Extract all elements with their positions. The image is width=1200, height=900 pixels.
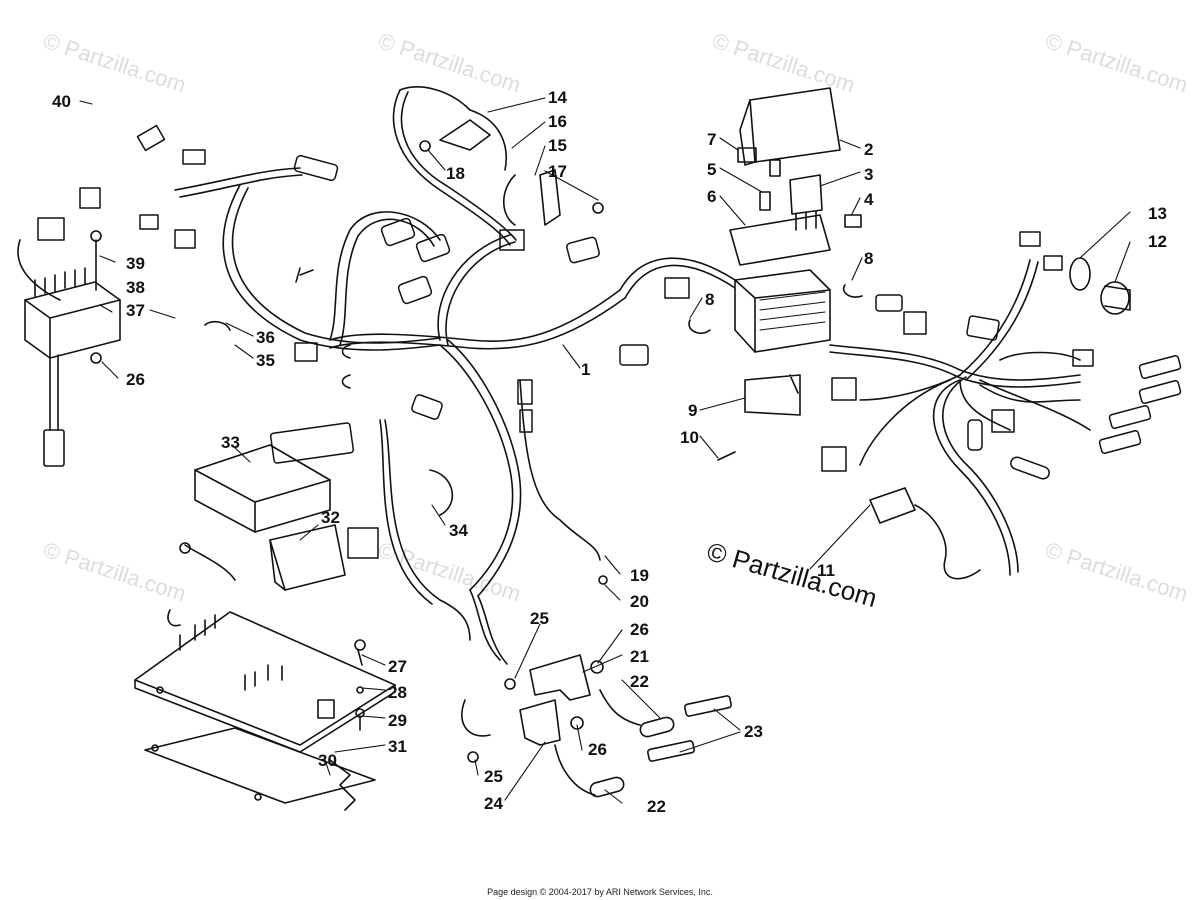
callout-9: 9 xyxy=(688,401,698,420)
callout-19: 19 xyxy=(630,566,649,585)
callout-3: 3 xyxy=(864,165,874,184)
callout-8b: 8 xyxy=(705,290,715,309)
callout-26b: 26 xyxy=(588,740,607,759)
callout-23: 23 xyxy=(744,722,763,741)
callout-33: 33 xyxy=(221,433,240,452)
callout-14: 14 xyxy=(548,88,567,107)
callout-4: 4 xyxy=(864,190,874,209)
callout-25a: 25 xyxy=(530,609,549,628)
callout-1: 1 xyxy=(581,360,591,379)
connectors xyxy=(37,124,1182,559)
main-harness xyxy=(174,86,1091,665)
callout-13: 13 xyxy=(1148,204,1167,223)
callout-11: 11 xyxy=(817,561,835,580)
callout-5: 5 xyxy=(707,160,717,179)
callout-38: 38 xyxy=(126,278,145,297)
fuse-box-parts xyxy=(688,87,863,353)
callout-27: 27 xyxy=(388,657,407,676)
callout-10: 10 xyxy=(680,428,699,447)
callout-7: 7 xyxy=(707,130,717,149)
callout-24: 24 xyxy=(484,794,503,813)
callout-32: 32 xyxy=(321,508,340,527)
ignition-parts xyxy=(461,654,732,798)
callout-17: 17 xyxy=(548,162,567,181)
callout-25b: 25 xyxy=(484,767,503,786)
callout-12: 12 xyxy=(1148,232,1167,251)
callout-21: 21 xyxy=(630,647,649,666)
callout-36: 36 xyxy=(256,328,275,347)
leader-lines xyxy=(79,97,1131,804)
callout-28: 28 xyxy=(388,683,407,702)
callout-8a: 8 xyxy=(864,249,874,268)
misc-parts xyxy=(167,119,1131,731)
callout-31: 31 xyxy=(388,737,407,756)
callout-26c: 26 xyxy=(126,370,145,389)
callout-15: 15 xyxy=(548,136,567,155)
battery-tray xyxy=(134,611,396,811)
callout-29: 29 xyxy=(388,711,407,730)
callout-34: 34 xyxy=(449,521,468,540)
callout-26a: 26 xyxy=(630,620,649,639)
callout-20: 20 xyxy=(630,592,649,611)
callout-30: 30 xyxy=(318,751,337,770)
callout-6: 6 xyxy=(707,187,717,206)
callout-2: 2 xyxy=(864,140,874,159)
callout-35: 35 xyxy=(256,351,275,370)
callout-18: 18 xyxy=(446,164,465,183)
voltage-regulator xyxy=(17,230,121,467)
callout-39: 39 xyxy=(126,254,145,273)
callout-22a: 22 xyxy=(630,672,649,691)
callout-16: 16 xyxy=(548,112,567,131)
callout-40: 40 xyxy=(52,92,71,111)
callout-22b: 22 xyxy=(647,797,666,816)
page-footer: Page design © 2004-2017 by ARI Network S… xyxy=(487,887,713,897)
callout-37: 37 xyxy=(126,301,145,320)
ecu-modules xyxy=(194,444,346,591)
